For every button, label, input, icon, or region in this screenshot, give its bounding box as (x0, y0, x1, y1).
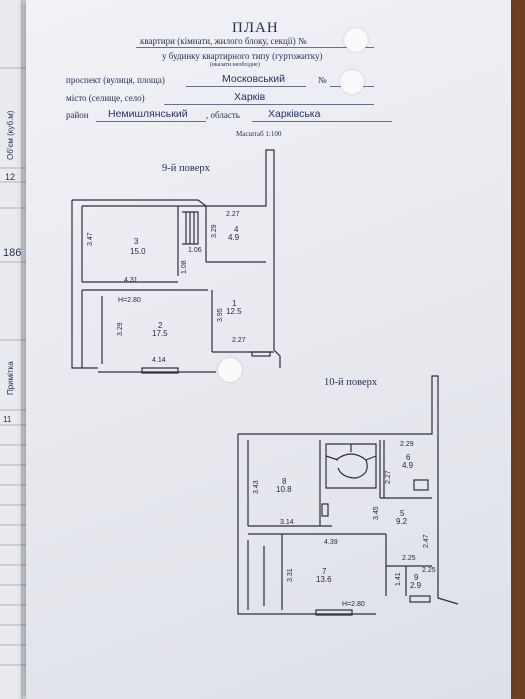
margin-number-186: 186 (3, 247, 22, 259)
floor10-outer-wall-right (238, 375, 459, 605)
margin-number-11: 11 (3, 415, 12, 424)
floor9-dim: 3.47 (87, 232, 94, 246)
redaction-dot-house (340, 70, 364, 94)
floor10-dim: 3.45 (373, 506, 380, 520)
floor10-outer-wall-left (237, 434, 376, 615)
floor9-dim: 1.06 (188, 247, 202, 254)
floor9-room-number: 1 (232, 299, 237, 308)
floor9-dim: H=2.80 (118, 297, 141, 304)
floor10-room-number: 9 (414, 573, 419, 582)
floor10-room-area: 9.2 (396, 517, 408, 526)
floor9-room-number: 4 (234, 225, 239, 234)
floor9-room-area: 15.0 (130, 247, 146, 256)
redaction-dot-apartment (344, 28, 368, 52)
number-label: № (318, 75, 327, 85)
floor9-outer-wall-left (71, 200, 98, 369)
floor10-room-number: 5 (400, 509, 405, 518)
district-value: Немишлянський (108, 108, 188, 120)
floor10-room-area: 2.9 (410, 581, 422, 590)
floor9-room-number: 3 (134, 237, 139, 246)
floor9-room-area: 12.5 (226, 307, 242, 316)
floor9-plan: 2.27 3.47 1.06 3.29 4.31 1.08 H=2.80 3.2… (71, 149, 281, 374)
floor9-dim: 3.95 (217, 308, 224, 322)
floor10-dim: 3.14 (280, 519, 294, 526)
redaction-dot-plan (218, 358, 242, 382)
district-label: район (66, 110, 89, 120)
floor10-dim: 3.31 (287, 568, 294, 582)
floor9-window-small (251, 351, 271, 357)
floor9-room-area: 4.9 (228, 233, 240, 242)
floor9-room-area: 17.5 (152, 329, 168, 338)
floor10-dim: 2.47 (423, 534, 430, 548)
margin-number-12: 12 (5, 172, 16, 182)
floor10-dim: 2.27 (385, 470, 392, 484)
city-value: Харків (234, 91, 266, 103)
floor10-room-area: 4.9 (402, 461, 414, 470)
floor9-dim: 2.27 (226, 211, 240, 218)
floor10-plan: 2.29 3.43 2.27 3.45 3.14 2.47 4.39 2.25 … (237, 375, 459, 616)
floor10-dim: 2.29 (400, 441, 414, 448)
street-label: проспект (вулиця, площа) (66, 75, 165, 85)
header-line-note: (вказати необхідне) (210, 62, 260, 68)
floor10-dim: 2.25 (422, 567, 436, 574)
floor10-dim: 4.39 (324, 539, 338, 546)
floor9-dim: 3.29 (117, 322, 124, 336)
floor10-dim: 1.41 (395, 572, 402, 586)
floor10-room-number: 7 (322, 567, 327, 576)
floor9-dim: 2.27 (232, 337, 246, 344)
street-value: Московський (222, 73, 286, 85)
underline-region (252, 121, 392, 122)
underline-city (164, 104, 374, 105)
floor9-room-number: 2 (158, 321, 163, 330)
region-label: , область (206, 110, 240, 120)
floor9-dim: 4.31 (124, 277, 138, 284)
city-label: місто (селище, село) (66, 93, 145, 103)
margin-grid (0, 0, 26, 699)
floor10-room-number: 6 (406, 453, 411, 462)
floor10-dim: 2.25 (402, 555, 416, 562)
document-title: ПЛАН (232, 20, 279, 36)
floor10-dim: H=2.80 (342, 601, 365, 608)
region-value: Харківська (268, 108, 321, 120)
floor9-dim: 1.08 (181, 260, 188, 274)
floor9-title: 9-й поверх (162, 163, 210, 174)
underline-apartment (136, 47, 326, 48)
floor10-room-area: 13.6 (316, 575, 332, 584)
plan-document: ПЛАН квартири (кімнати, жилого блоку, се… (26, 0, 511, 699)
floor10-room-number: 8 (282, 477, 287, 486)
floor9-window (141, 367, 179, 374)
floor9-dim: 4.14 (152, 357, 166, 364)
scale-label: Масштаб 1:100 (236, 130, 282, 138)
floor9-dim: 3.29 (211, 224, 218, 238)
floor9-outer-wall-right (72, 149, 281, 368)
floor10-room-area: 10.8 (276, 485, 292, 494)
header-line-apartment: квартири (кімнати, жилого блоку, секції)… (140, 36, 307, 46)
floor10-dim: 3.43 (253, 480, 260, 494)
underline-district (96, 121, 206, 122)
floor10-title: 10-й поверх (324, 377, 378, 388)
header-line-building: у будинку квартирного типу (гуртожитку) (162, 51, 323, 61)
underline-street (186, 86, 306, 87)
